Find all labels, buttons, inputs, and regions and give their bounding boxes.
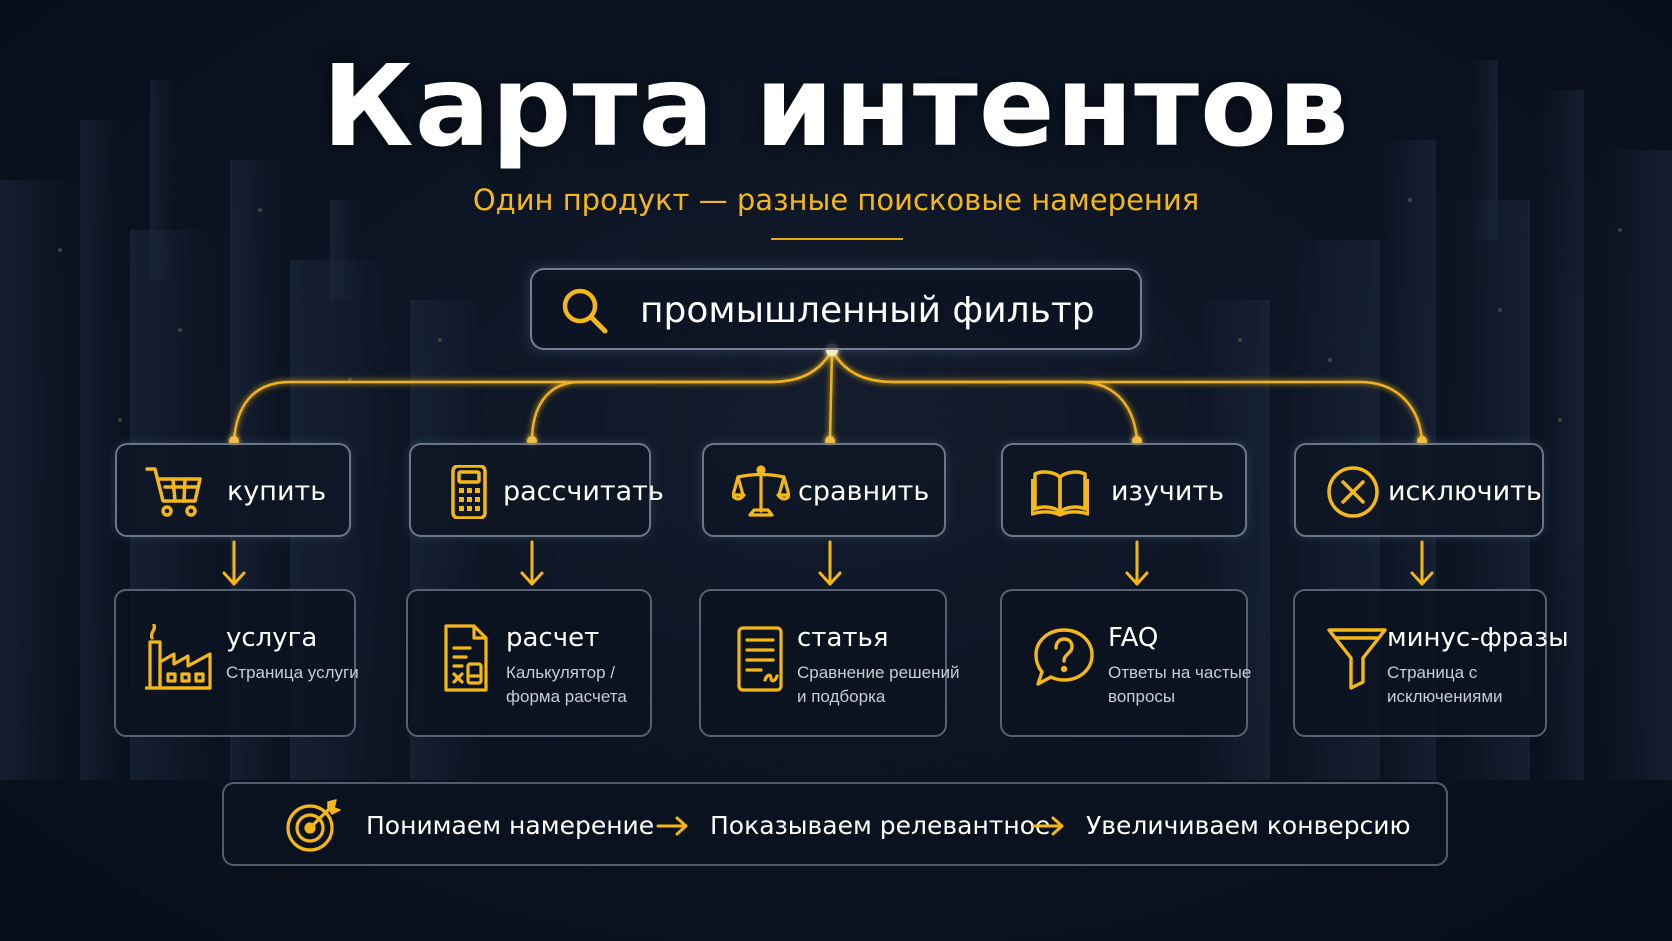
funnel-icon: [1323, 624, 1391, 694]
pipeline-step-understand: Понимаем намерение: [366, 811, 655, 840]
document-icon: [729, 624, 797, 694]
intent-label: исключить: [1388, 476, 1542, 507]
search-query: промышленный фильтр: [640, 290, 1095, 331]
intent-card-buy[interactable]: купить: [115, 443, 351, 537]
arrow-right-icon: [656, 816, 688, 836]
intent-card-calculate[interactable]: рассчитать: [409, 443, 664, 537]
pipeline-step-show-relevant: Показываем релевантное: [710, 811, 1051, 840]
page-card-service[interactable]: услуга Страница услуги: [114, 589, 359, 737]
page-title-text: статья: [797, 623, 889, 653]
question-bubble-icon: [1030, 624, 1098, 694]
arrow-down-icon: [1410, 540, 1434, 586]
intent-card-exclude[interactable]: исключить: [1294, 443, 1544, 537]
arrow-down-icon: [222, 540, 246, 586]
book-icon: [1030, 465, 1090, 519]
arrow-right-icon: [1032, 816, 1064, 836]
calc-document-icon: [436, 624, 504, 694]
target-icon: [284, 798, 342, 854]
page-title: Карта интентов: [322, 42, 1350, 172]
page-title-text: услуга: [226, 623, 318, 653]
intent-card-learn[interactable]: изучить: [1001, 443, 1247, 537]
arrow-down-icon: [520, 540, 544, 586]
intent-card-compare[interactable]: сравнить: [702, 443, 946, 537]
intent-label: рассчитать: [503, 476, 664, 507]
factory-icon: [144, 623, 212, 694]
conversion-pipeline: Понимаем намерение Показываем релевантно…: [222, 782, 1448, 866]
page-description: Страница услуги: [226, 663, 359, 682]
page-subtitle: Один продукт — разные поисковые намерени…: [472, 183, 1200, 217]
page-title-text: расчет: [506, 623, 600, 653]
calculator-icon: [439, 464, 497, 520]
search-bar[interactable]: промышленный фильтр: [530, 268, 1142, 350]
arrow-down-icon: [818, 540, 842, 586]
intent-label: сравнить: [798, 476, 930, 507]
page-card-calculation[interactable]: расчет Калькулятор /форма расчета: [406, 589, 652, 737]
pipeline-step-increase-conversion: Увеличиваем конверсию: [1086, 811, 1411, 840]
page-title-text: FAQ: [1108, 623, 1159, 653]
scales-icon: [730, 465, 792, 519]
arrow-down-icon: [1125, 540, 1149, 586]
x-circle-icon: [1324, 465, 1382, 519]
page-title-text: минус-фразы: [1387, 623, 1569, 653]
cart-icon: [145, 465, 203, 519]
page-description: Калькулятор /форма расчета: [506, 663, 627, 706]
intent-label: купить: [227, 476, 327, 507]
subtitle-underline: [771, 238, 903, 240]
intent-label: изучить: [1111, 476, 1225, 507]
search-icon: [560, 286, 610, 336]
